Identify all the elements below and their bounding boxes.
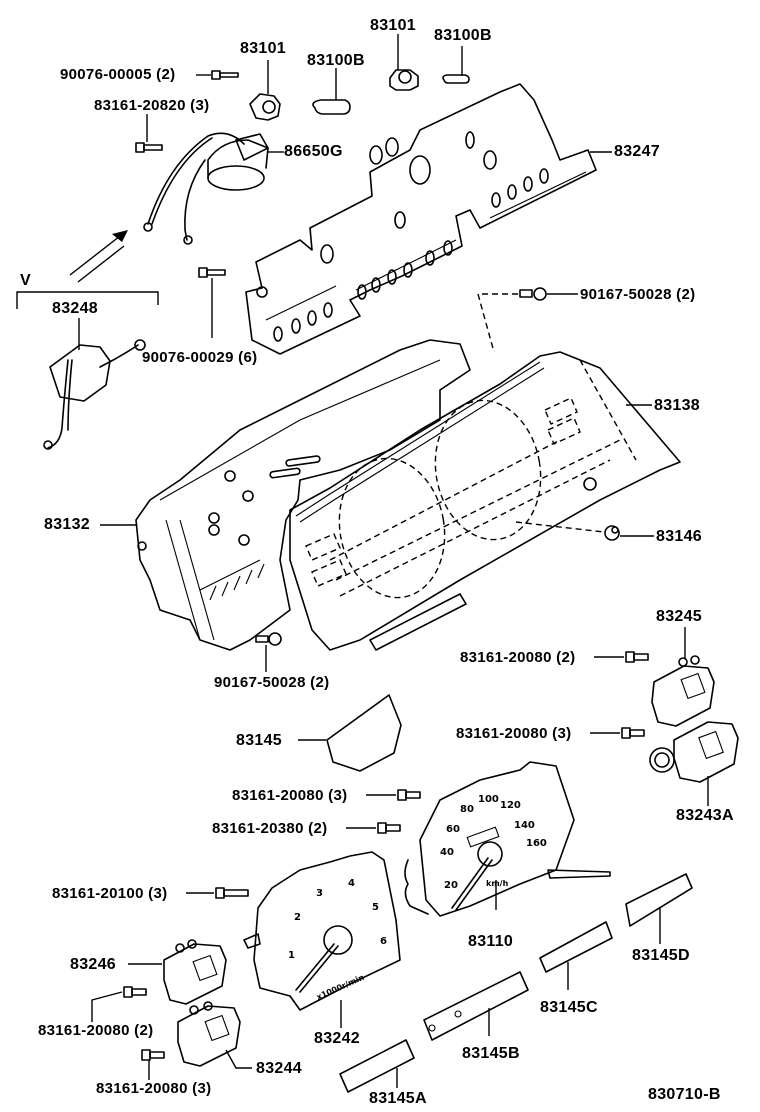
screw-icon	[123, 986, 147, 998]
screw-icon	[141, 1049, 165, 1061]
gauge-unit-icon	[177, 1001, 241, 1067]
callout-label: 83243A	[676, 807, 734, 824]
lens-icon	[583, 477, 597, 491]
callout-label: 83161-20080 (2)	[38, 1022, 154, 1039]
callout-label: 83145B	[462, 1045, 520, 1062]
tachometer-dial-labels: 1 2 3 4 5 6 x1000r/min	[288, 878, 387, 1002]
plate-icon	[326, 694, 402, 772]
callout-label: 83100B	[307, 52, 365, 69]
callout-label: 83245	[656, 608, 702, 625]
dial-tick-label: 1	[288, 950, 295, 961]
gauge-unit-icon	[649, 721, 739, 783]
lens-icon	[604, 525, 620, 541]
callout-label: 83242	[314, 1030, 360, 1047]
screw-icon	[377, 822, 401, 834]
dial-tick-label: 80	[460, 804, 474, 815]
callout-label: 83145A	[369, 1090, 427, 1107]
dial-tick-label: 20	[444, 880, 458, 891]
gauge-unit-icon	[163, 939, 227, 1005]
screw-icon	[621, 727, 645, 739]
dial-tick-label: 2	[294, 912, 301, 923]
bulb-socket-icon	[249, 93, 281, 121]
dial-tick-label: 3	[316, 888, 323, 899]
callout-label: 83244	[256, 1060, 302, 1077]
speedometer-icon	[404, 761, 611, 917]
gauge-unit-icon	[651, 655, 715, 727]
callout-label: 83248	[52, 300, 98, 317]
callout-label: 90167-50028 (2)	[580, 286, 696, 303]
bulb-socket-icon	[389, 69, 419, 91]
screw-icon	[625, 651, 649, 663]
dial-tick-label: 4	[348, 878, 355, 889]
drawing-number: 830710-B	[648, 1086, 721, 1103]
callout-label: 90167-50028 (2)	[214, 674, 330, 691]
callout-label: 90076-00005 (2)	[60, 66, 176, 83]
dial-unit-label: x1000r/min	[315, 973, 366, 1002]
circuit-plate-icon	[245, 83, 597, 355]
screw-icon	[135, 142, 163, 153]
switch-assembly-icon	[43, 339, 146, 450]
callout-label: 83246	[70, 956, 116, 973]
callout-label: 83145C	[540, 999, 598, 1016]
callout-label: 90076-00029 (6)	[142, 349, 258, 366]
screw-icon	[397, 789, 421, 801]
view-arrow-icon	[69, 230, 128, 283]
dial-tick-label: 40	[440, 847, 454, 858]
callout-label: 83138	[654, 397, 700, 414]
screw-icon	[198, 267, 226, 278]
tachometer-icon	[243, 851, 401, 1011]
callout-label: 83145D	[632, 947, 690, 964]
dial-unit-label: km/h	[486, 879, 509, 888]
speedometer-dial-labels: 20 40 60 80 100 120 140 160 km/h	[440, 794, 547, 891]
dial-tick-label: 160	[526, 838, 547, 849]
cluster-case-icon	[135, 339, 471, 651]
dial-tick-label: 120	[500, 800, 521, 811]
screw-icon	[255, 632, 282, 646]
bulb-icon	[312, 99, 351, 115]
callout-label: 83132	[44, 516, 90, 533]
strip-plate-icon	[625, 873, 693, 927]
cluster-glass-icon	[289, 351, 681, 651]
strip-plate-icon	[339, 1039, 415, 1093]
callout-label: 83101	[370, 17, 416, 34]
dial-tick-label: 60	[446, 824, 460, 835]
callout-label: 83161-20100 (3)	[52, 885, 168, 902]
strip-plate-icon	[423, 971, 529, 1041]
bulb-icon	[442, 74, 470, 84]
callout-label: 83145	[236, 732, 282, 749]
dial-tick-label: 140	[514, 820, 535, 831]
callout-label: 83161-20820 (3)	[94, 97, 210, 114]
callout-label: 83110	[468, 933, 514, 950]
dial-tick-label: 6	[380, 936, 387, 947]
screw-icon	[215, 887, 249, 899]
bolt-icon	[211, 70, 239, 80]
dial-tick-label: 5	[372, 902, 379, 913]
callout-label: 83100B	[434, 27, 492, 44]
callout-label: 83161-20080 (2)	[460, 649, 576, 666]
callout-label: 83101	[240, 40, 286, 57]
wire-harness-icon	[143, 132, 269, 245]
callout-label: 83161-20080 (3)	[96, 1080, 212, 1097]
callout-label: 83161-20380 (2)	[212, 820, 328, 837]
callout-label: 83161-20080 (3)	[232, 787, 348, 804]
callout-label: 83161-20080 (3)	[456, 725, 572, 742]
callout-label: 83146	[656, 528, 702, 545]
callout-label: 83247	[614, 143, 660, 160]
callout-label: 86650G	[284, 143, 343, 160]
screw-icon	[519, 287, 547, 301]
dial-tick-label: 100	[478, 794, 499, 805]
view-label: V	[20, 272, 31, 289]
strip-plate-icon	[539, 921, 613, 973]
